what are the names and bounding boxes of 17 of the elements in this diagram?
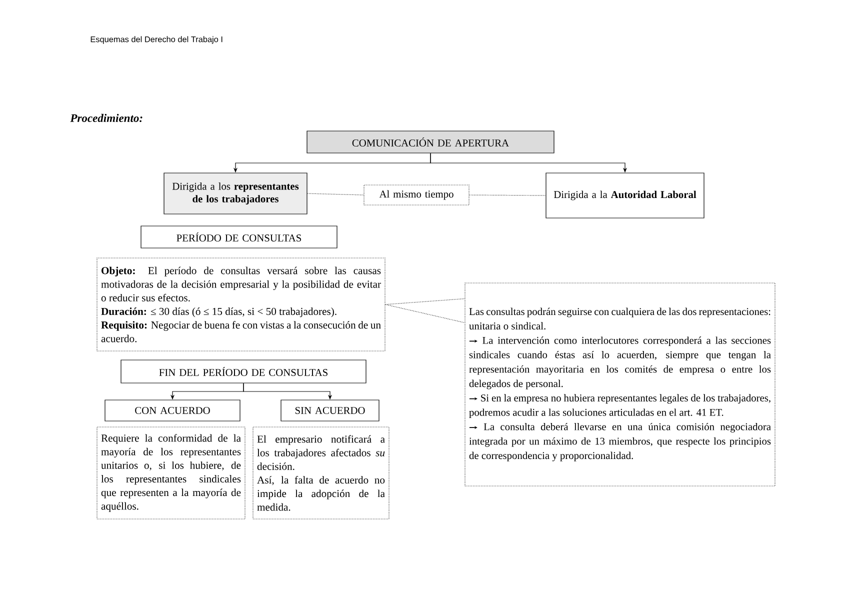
recipient-box: Dirigida a los representantes de los trabajadores xyxy=(164,172,308,214)
heading-box: COMUNICACIÓN DE APERTURA xyxy=(306,130,554,154)
section-title: Procedimiento: xyxy=(70,114,142,122)
outcome-box: SIN ACUERDO xyxy=(280,400,380,422)
text-box: El empresario notificará a los trabajadores afectados su decisión. Así, la falta de acuerdo no impide la adopción de la medida. xyxy=(252,426,390,520)
note-box: Al mismo tiempo xyxy=(364,184,470,206)
phase-box: PERÍODO DE CONSULTAS xyxy=(140,226,338,248)
connector-line xyxy=(469,194,546,196)
callout-box: Las consultas podrán seguirse con cualquiera de las dos representaciones: unitaria o sindical. La intervención como interlocutores corresponderá a las secciones sindicales cuando éstas así lo acuerden, siempre que tengan la representación mayoritaria en los comités de empresa o entre los delegados de personal. Si en la empresa no hubiera representantes legales de los trabajadores, podremos acudir a las soluciones articuladas en el art. 41 ET. La consulta deberá llevarse en una única comisión negociadora integrada por un máximo de 13 miembros, que respecte los principios de correspondencia y proporcionalidad. xyxy=(464,282,776,486)
header-text: Esquemas del Derecho del Trabajo I xyxy=(90,36,222,44)
text-box: Requiere la conformidad de la mayoría de los representantes unitarios o, si los hubiere, de los representantes sindicales que representen a la mayoría de aquéllos. xyxy=(96,426,246,520)
connector-line xyxy=(307,193,364,196)
text-box: Objeto: El período de consultas versará sobre las causas motivadoras de la decisión empresarial y la posibilidad de evitar o reducir sus efectos. Duración: ≤ 30 días (ó ≤ 15 días, si < 50 trabajadores). Requisito: Negociar de buena fe con vistas a la consecución de un acuerdo. xyxy=(96,258,386,352)
recipient-box: Dirigida a la Autoridad Laboral xyxy=(546,172,704,218)
phase-box: FIN DEL PERÍODO DE CONSULTAS xyxy=(120,360,366,384)
callout-tail xyxy=(385,298,465,323)
outcome-box: CON ACUERDO xyxy=(104,400,240,422)
